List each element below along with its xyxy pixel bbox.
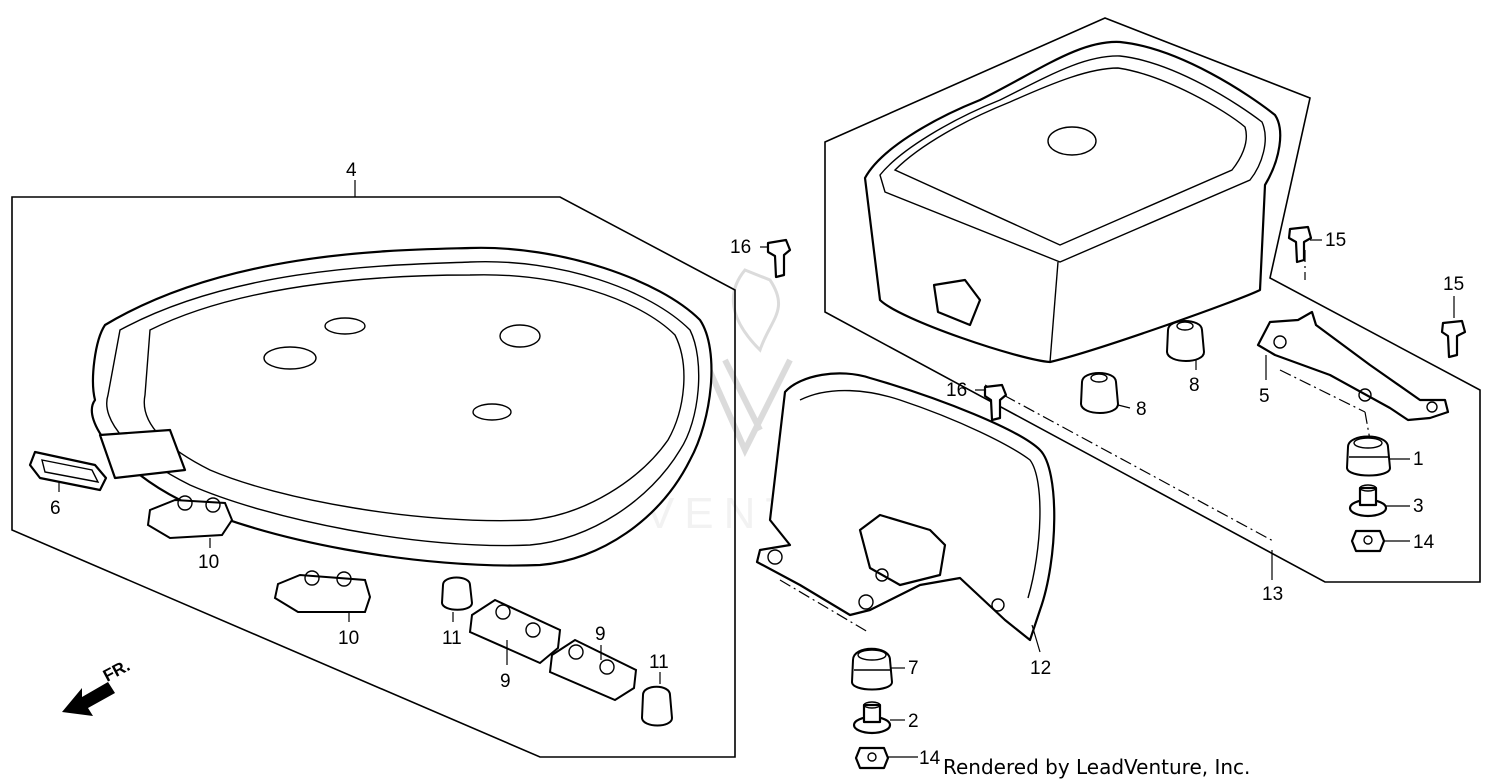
- credit-text: Rendered by LeadVenture, Inc.: [943, 755, 1250, 779]
- part-10-foam-upper: [146, 495, 234, 540]
- part-14-nut-lower: [854, 746, 890, 770]
- part-5-bracket: [1256, 310, 1450, 422]
- part-2-collar: [852, 701, 892, 735]
- label-part-7: 7: [908, 658, 919, 679]
- front-arrow-icon: [62, 682, 115, 716]
- label-part-16-lower: 16: [946, 380, 967, 401]
- part-8-damper-left: [1079, 372, 1120, 414]
- part-15-bolt-lower: [1440, 319, 1467, 359]
- leadventure-logo-icon: [702, 268, 793, 458]
- label-part-15-lower: 15: [1443, 274, 1464, 295]
- label-part-11-upper: 11: [442, 628, 462, 649]
- part-labels: 4 6 10 10 11 9 9 11 16 16 15 15 8 8 5 1 …: [50, 160, 1464, 769]
- part-3-collar: [1348, 484, 1388, 518]
- label-part-9-left: 9: [500, 671, 511, 692]
- part-10-foam-lower: [273, 570, 372, 613]
- label-part-14-lower: 14: [919, 748, 941, 769]
- label-part-12: 12: [1030, 658, 1051, 679]
- label-part-16-upper: 16: [730, 237, 751, 258]
- label-part-14-upper: 14: [1413, 532, 1435, 553]
- label-part-13: 13: [1262, 584, 1283, 605]
- part-11-damper-upper: [440, 576, 474, 611]
- part-16-bolt-upper: [766, 238, 792, 279]
- label-part-2: 2: [908, 711, 919, 732]
- label-part-5: 5: [1259, 386, 1270, 407]
- label-part-1: 1: [1413, 449, 1424, 470]
- label-part-10-upper: 10: [198, 552, 219, 573]
- label-part-4: 4: [346, 160, 357, 181]
- part-14-nut-upper: [1350, 529, 1386, 553]
- part-15-bolt-upper: [1287, 225, 1313, 264]
- seat-group-frame: [11, 196, 736, 758]
- part-16-bolt-lower: [983, 383, 1008, 422]
- part-9-foam-block-a: [468, 598, 562, 665]
- part-7-grommet: [850, 647, 894, 691]
- pillion-base: [755, 372, 1056, 642]
- seat: [90, 246, 713, 567]
- label-part-10-lower: 10: [338, 628, 359, 649]
- part-6-cushion: [28, 450, 108, 492]
- label-part-6: 6: [50, 498, 61, 519]
- part-1-grommet: [1345, 435, 1392, 477]
- label-part-8-right: 8: [1189, 375, 1200, 396]
- pillion-seat: [863, 40, 1282, 364]
- label-part-15-upper: 15: [1325, 230, 1346, 251]
- label-part-8-left: 8: [1136, 399, 1147, 420]
- label-part-11-lower: 11: [649, 652, 669, 673]
- label-part-3: 3: [1413, 496, 1424, 517]
- part-8-damper-right: [1165, 320, 1206, 362]
- part-11-damper-lower: [640, 685, 674, 727]
- front-direction-label: FR.: [100, 656, 133, 686]
- part-9-foam-block-b: [548, 638, 638, 702]
- label-part-9-right: 9: [595, 624, 606, 645]
- leader-lines: [58, 239, 1455, 758]
